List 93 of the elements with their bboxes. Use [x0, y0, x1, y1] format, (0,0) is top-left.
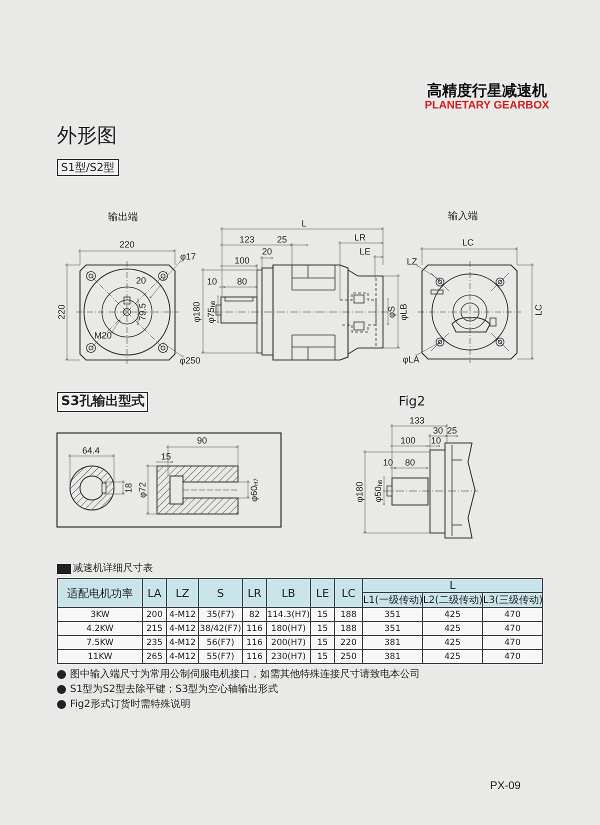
- dimension-text: 100: [234, 256, 250, 266]
- title: 外形图: [57, 125, 117, 145]
- dimension-text: 220: [119, 240, 135, 250]
- table-cell: 470: [482, 636, 543, 650]
- dimension-text: 25: [277, 236, 287, 244]
- column-header: L: [362, 578, 543, 592]
- dimension-text: 90: [197, 436, 207, 446]
- table-cell: 11KW: [58, 650, 142, 664]
- dimension-text: LR: [354, 234, 366, 242]
- product-category: PLANETARY GEARBOX: [424, 100, 550, 112]
- dimension-text: 18: [124, 483, 134, 493]
- table-cell: 381: [362, 650, 422, 664]
- dimension-text: φS: [388, 306, 396, 318]
- table-cell: 35(F7): [198, 608, 242, 622]
- note: Fig2形式订货时需特殊说明: [57, 699, 191, 710]
- dimension-text: 10: [383, 458, 393, 468]
- note: S1型为S2型去除平键；S3型为空心轴输出形式: [57, 684, 278, 695]
- dimension-text: φLB: [400, 304, 408, 320]
- table-cell: 470: [482, 622, 543, 636]
- table-cell: 4-M12: [166, 622, 198, 636]
- table-cell: 425: [422, 636, 482, 650]
- dimension-text: 10: [207, 278, 217, 286]
- dimension-text: φLA: [402, 356, 420, 364]
- dimension-text: LZ: [406, 258, 418, 266]
- table-cell: 351: [362, 608, 422, 622]
- dimension-text: φ17: [180, 252, 196, 262]
- table-cell: 56(F7): [198, 636, 242, 650]
- dimension-text: 20: [262, 248, 272, 256]
- table-cell: 4-M12: [166, 650, 198, 664]
- section-heading: S3孔输出型式: [57, 392, 148, 412]
- table-cell: 3KW: [58, 608, 142, 622]
- table-cell: 425: [422, 650, 482, 664]
- column-header: LE: [310, 578, 334, 608]
- page-number: PX-09: [490, 781, 521, 792]
- dimension-text: 79.5: [138, 303, 148, 321]
- dimension-text: φ180: [356, 482, 364, 502]
- table-cell: 250: [334, 650, 362, 664]
- table-cell: 470: [482, 608, 543, 622]
- table-cell: 425: [422, 622, 482, 636]
- product-category: 高精度行星减速机: [427, 84, 547, 98]
- dimension-text: 100: [400, 436, 416, 446]
- dimension-text: LC: [534, 304, 544, 316]
- table-cell: 230(H7): [266, 650, 310, 664]
- dimension-text: 25: [447, 426, 457, 436]
- table-cell: 180(H7): [266, 622, 310, 636]
- dimension-text: φ250: [180, 356, 200, 366]
- dimension-text: 80: [237, 278, 247, 286]
- dimension-text: 220: [58, 304, 66, 320]
- dimension-text: L: [302, 220, 306, 228]
- table-cell: 351: [362, 622, 422, 636]
- dimension-text: φ72: [138, 482, 148, 498]
- column-header: LR: [242, 578, 266, 608]
- table-cell: 425: [422, 608, 482, 622]
- dimension-text: 15: [161, 452, 171, 462]
- dimension-text: 10: [431, 436, 441, 446]
- figure-label: Fig2: [398, 396, 426, 408]
- column-header: L2(二级传动): [422, 592, 482, 608]
- table-cell: 114.3(H7): [266, 608, 310, 622]
- table-cell: 7.5KW: [58, 636, 142, 650]
- dimension-text: φ180: [192, 302, 202, 322]
- table-cell: 55(F7): [198, 650, 242, 664]
- dimension-text: 20: [136, 276, 146, 286]
- dimension-text: M20: [94, 332, 112, 340]
- note: 图中输入端尺寸为常用公制伺服电机接口，如需其他特殊连接尺寸请致电本公司: [57, 669, 420, 680]
- dimension-text: 64.4: [82, 446, 100, 456]
- column-header: LB: [266, 578, 310, 608]
- view-label: 输出端: [108, 213, 138, 223]
- dimension-text: LE: [360, 248, 370, 256]
- column-header: L1(一级传动): [362, 592, 422, 608]
- table-cell: 188: [334, 622, 362, 636]
- column-header: LC: [334, 578, 362, 608]
- column-header: LA: [142, 578, 166, 608]
- column-header: S: [198, 578, 242, 608]
- table-title: 减速机详细尺寸表: [73, 564, 153, 574]
- dimension-text: 133: [409, 416, 425, 426]
- dimension-text: 123: [239, 236, 255, 244]
- dimension-text: 80: [405, 458, 415, 468]
- column-header: L3(三级传动): [482, 592, 543, 608]
- table-cell: 4-M12: [166, 608, 198, 622]
- table-cell: 470: [482, 650, 543, 664]
- table-cell: 4.2KW: [58, 622, 142, 636]
- table-cell: 200(H7): [266, 636, 310, 650]
- dimension-text: LC: [462, 238, 474, 248]
- table-cell: 188: [334, 608, 362, 622]
- table-cell: 38/42(F7): [198, 622, 242, 636]
- table-cell: 220: [334, 636, 362, 650]
- dimension-text: 30: [433, 426, 443, 436]
- table-cell: 4-M12: [166, 636, 198, 650]
- view-label: 输入端: [448, 212, 478, 222]
- style-tag: S1型/S2型: [57, 159, 119, 176]
- column-header: LZ: [166, 578, 198, 608]
- table-cell: 381: [362, 636, 422, 650]
- column-header: 适配电机功率: [58, 578, 142, 608]
